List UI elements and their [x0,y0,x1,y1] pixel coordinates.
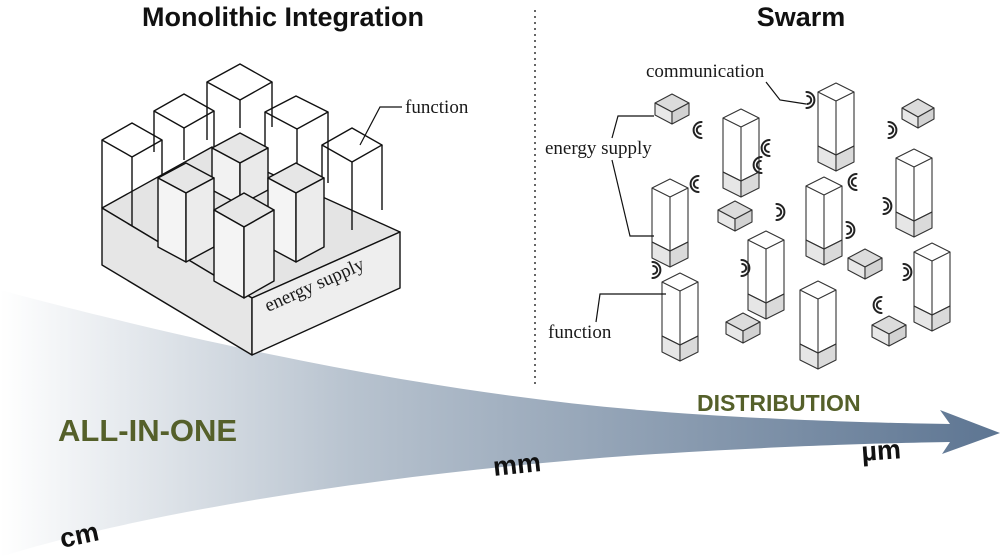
signal-arc [875,300,882,310]
signal-arc [902,263,913,281]
swarm-unit [895,148,933,238]
signal-arc [805,91,816,109]
signal-arc [752,156,763,174]
signal-arc [882,197,893,215]
signal-arc [883,201,890,211]
title-swarm: Swarm [757,2,846,32]
energy-cube [871,315,907,347]
signal-arc [845,221,856,239]
signal-arc [692,179,699,189]
signal-marks [651,91,913,314]
swarm-unit [722,108,760,198]
signal-arc [806,95,813,105]
swarm-unit [661,272,699,362]
front-pillars [157,132,325,299]
title-monolithic: Monolithic Integration [142,2,424,32]
signal-arc [763,143,770,153]
energy-cube [717,200,753,232]
signal-arc [888,125,895,135]
signal-arc [755,160,762,170]
swarm-unit [913,242,951,332]
left-function-label: function [405,97,469,118]
energy-cube [901,98,935,129]
right-function-label: function [548,322,612,343]
energy-leader-top [611,115,654,139]
energy-cube [847,248,883,280]
signal-arc [651,261,662,279]
signal-arc [776,207,783,217]
signal-arc [741,263,748,273]
swarm-group [651,82,951,370]
all-in-one-label: ALL-IN-ONE [58,413,237,448]
energy-leader-bottom [611,159,654,237]
signal-arc [652,265,659,275]
swarm-unit [799,280,837,370]
communication-leader [765,81,807,105]
scale-arrow [0,290,1000,557]
swarm-unit [747,230,785,320]
monolithic-block [101,63,401,356]
function-leader [595,293,666,323]
swarm-unit [651,178,689,268]
unit-um: µm [860,434,902,467]
signal-arc [692,121,703,139]
communication-label: communication [646,61,765,82]
signal-arc [760,139,771,157]
distribution-label: DISTRIBUTION [697,390,861,416]
signal-arc [689,175,700,193]
signal-arc [903,267,910,277]
swarm-units [651,82,951,370]
signal-arc [846,225,853,235]
signal-arc [775,203,786,221]
signal-arc [887,121,898,139]
base-front-right [251,231,401,356]
swarm-unit [805,176,843,266]
signal-arc [695,125,702,135]
unit-mm: mm [491,447,542,482]
energy-cube [725,312,761,344]
signal-arc [850,177,857,187]
signal-arc [740,259,751,277]
energy-cube [654,93,690,125]
signal-arc [872,296,883,314]
signal-arc [847,173,858,191]
swarm-unit [817,82,855,172]
left-function-leader [359,106,402,146]
right-energy-label: energy supply [545,138,652,159]
